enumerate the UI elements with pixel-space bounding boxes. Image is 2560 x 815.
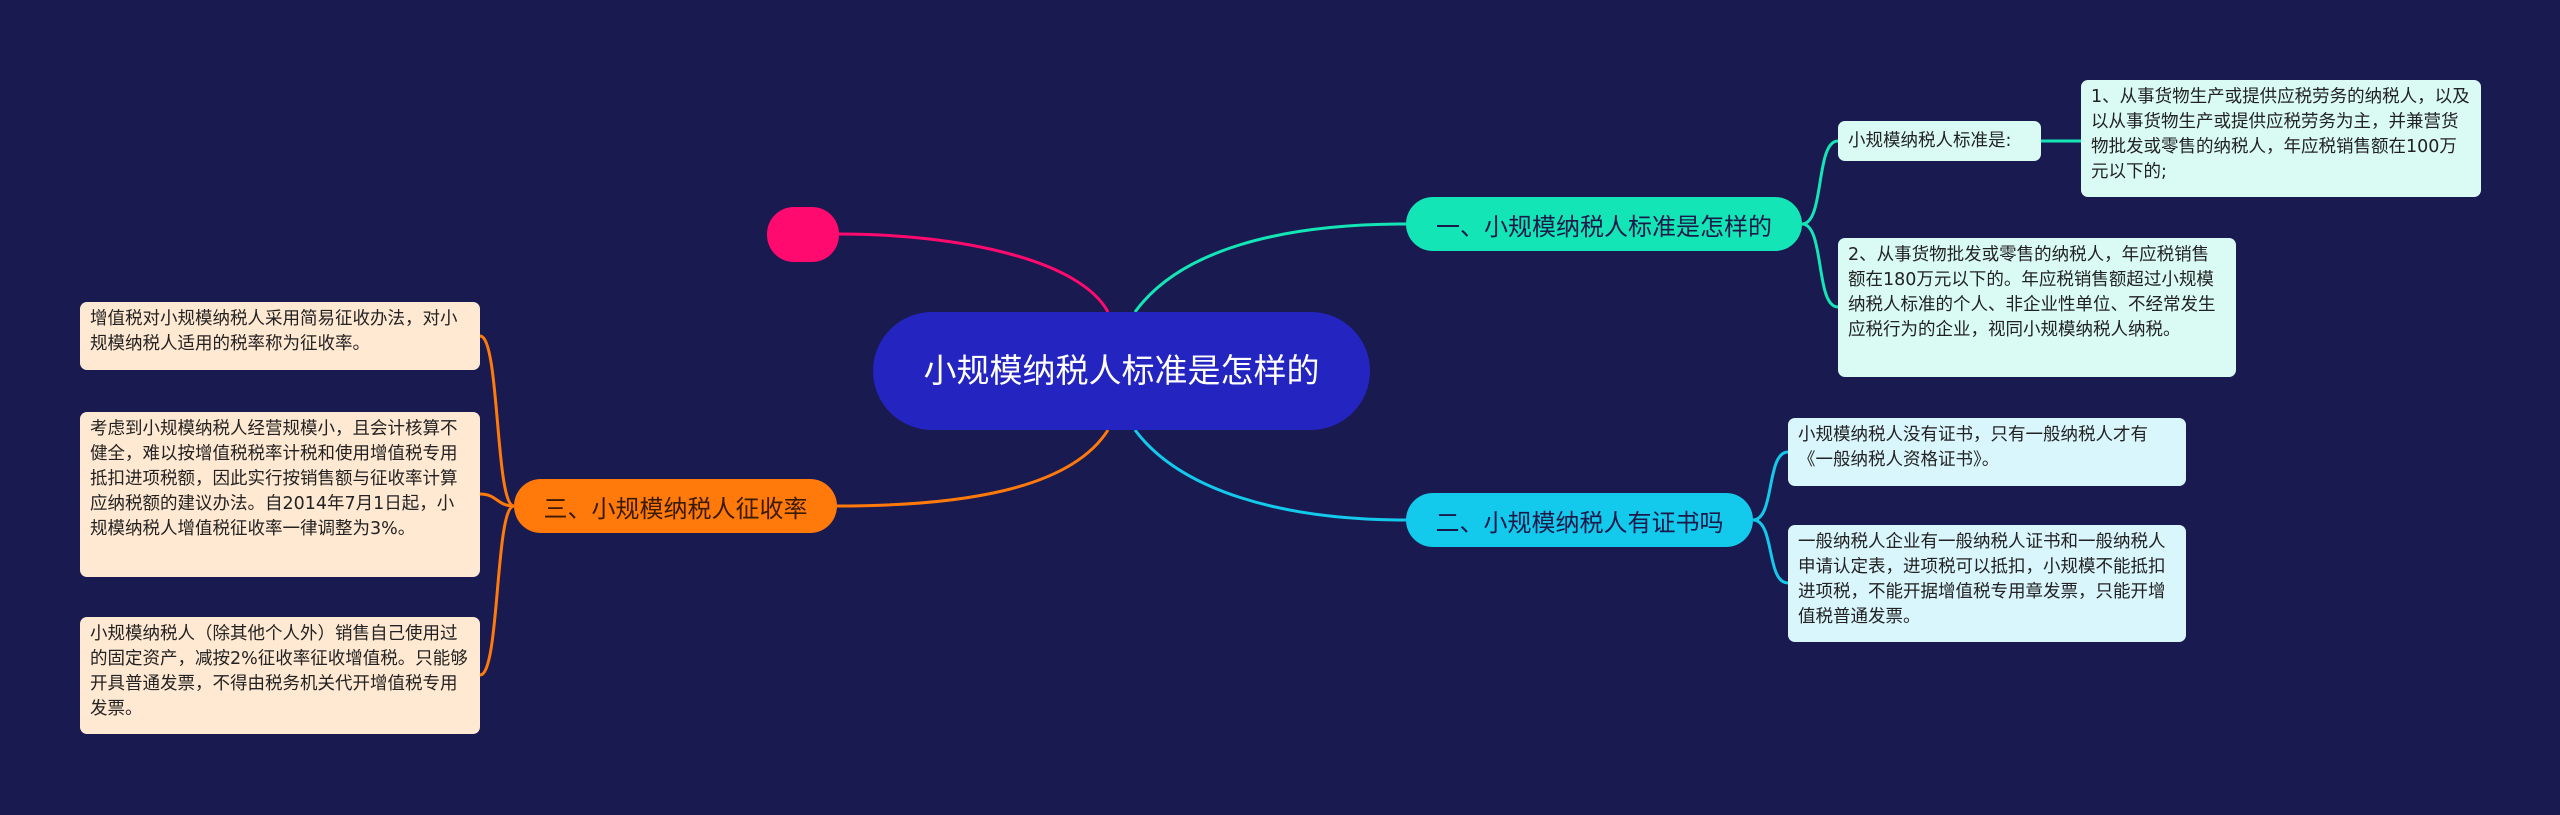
leaf-topic-certificate-2[interactable]: 一般纳税人企业有一般纳税人证书和一般纳税人申请认定表，进项税可以抵扣，小规模不能… (1788, 525, 2186, 642)
leaf-topic-label: 增值税对小规模纳税人采用简易征收办法，对小规模纳税人适用的税率称为征收率。 (90, 309, 458, 354)
leaf-topic-certificate-1[interactable]: 小规模纳税人没有证书，只有一般纳税人才有《一般纳税人资格证书》。 (1788, 418, 2186, 486)
leaf-topic-label: 小规模纳税人（除其他个人外）销售自己使用过的固定资产，减按2%征收率征收增值税。… (90, 624, 468, 719)
branch-topic-2[interactable]: 二、小规模纳税人有证书吗 (1406, 493, 1753, 547)
link-root-branch-2 (1133, 429, 1407, 522)
link-root-floating (838, 232, 1110, 313)
root-topic[interactable]: 小规模纳税人标准是怎样的 (873, 312, 1370, 430)
link-branch-3-leaf-6 (479, 334, 515, 508)
root-topic-label: 小规模纳税人标准是怎样的 (923, 351, 1320, 390)
floating-topic[interactable] (767, 207, 839, 262)
leaf-topic-label: 一般纳税人企业有一般纳税人证书和一般纳税人申请认定表，进项税可以抵扣，小规模不能… (1798, 532, 2166, 627)
leaf-topic-standard-1[interactable]: 1、从事货物生产或提供应税劳务的纳税人，以及以从事货物生产或提供应税劳务为主，并… (2081, 80, 2481, 197)
link-branch-3-leaf-7 (479, 492, 515, 508)
leaf-topic-rate-1[interactable]: 增值税对小规模纳税人采用简易征收办法，对小规模纳税人适用的税率称为征收率。 (80, 302, 480, 370)
link-branch-2-leaf-4 (1752, 450, 1789, 522)
leaf-topic-rate-2[interactable]: 考虑到小规模纳税人经营规模小，且会计核算不健全，难以按增值税税率计税和使用增值税… (80, 412, 480, 577)
link-branch-3-leaf-8 (479, 504, 515, 677)
leaf-topic-label: 1、从事货物生产或提供应税劳务的纳税人，以及以从事货物生产或提供应税劳务为主，并… (2091, 87, 2470, 182)
leaf-topic-label: 小规模纳税人标准是: (1848, 130, 2012, 151)
link-root-branch-3 (836, 429, 1110, 508)
branch-topic-1[interactable]: 一、小规模纳税人标准是怎样的 (1406, 197, 1802, 251)
link-branch-2-leaf-5 (1752, 518, 1789, 585)
leaf-topic-label: 2、从事货物批发或零售的纳税人，年应税销售额在180万元以下的。年应税销售额超过… (1848, 245, 2216, 340)
leaf-topic-rate-3[interactable]: 小规模纳税人（除其他个人外）销售自己使用过的固定资产，减按2%征收率征收增值税。… (80, 617, 480, 734)
leaf-topic-label: 考虑到小规模纳税人经营规模小，且会计核算不健全，难以按增值税税率计税和使用增值税… (90, 419, 458, 539)
leaf-topic-standard-heading[interactable]: 小规模纳税人标准是: (1838, 121, 2041, 161)
branch-topic-1-label: 一、小规模纳税人标准是怎样的 (1436, 212, 1772, 241)
link-branch-1-leaf-1 (1801, 139, 1839, 226)
link-branch-1-leaf-3 (1801, 222, 1839, 309)
branch-topic-2-label: 二、小规模纳税人有证书吗 (1435, 508, 1724, 537)
link-root-branch-1 (1133, 222, 1407, 313)
branch-topic-3-label: 三、小规模纳税人征收率 (543, 494, 808, 523)
branch-topic-3[interactable]: 三、小规模纳税人征收率 (514, 479, 837, 533)
leaf-topic-standard-2[interactable]: 2、从事货物批发或零售的纳税人，年应税销售额在180万元以下的。年应税销售额超过… (1838, 238, 2236, 377)
leaf-topic-label: 小规模纳税人没有证书，只有一般纳税人才有《一般纳税人资格证书》。 (1798, 425, 2148, 470)
